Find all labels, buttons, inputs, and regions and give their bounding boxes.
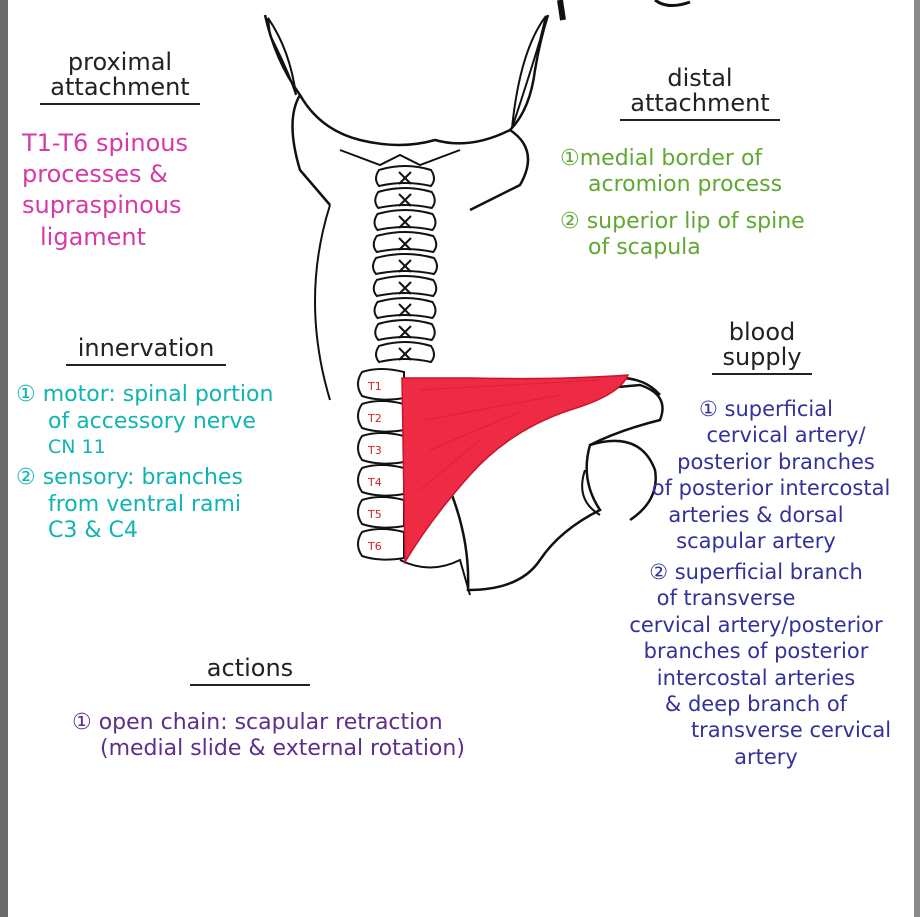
actions-line: ① open chain: scapular retraction bbox=[72, 710, 465, 736]
actions-heading: actions bbox=[190, 656, 310, 686]
blood-line: ② superficial branch bbox=[600, 559, 912, 585]
distal-attachment-text: ①medial border of acromion process ② sup… bbox=[560, 146, 805, 262]
vertebra-label: T3 bbox=[367, 444, 382, 457]
innervation-line: CN 11 bbox=[16, 436, 273, 459]
blood-line: cervical artery/posterior bbox=[600, 612, 912, 638]
innervation-line: of accessory nerve bbox=[16, 409, 273, 436]
innervation-text: ① motor: spinal portion of accessory ner… bbox=[16, 382, 273, 545]
blood-supply-heading: blood supply bbox=[712, 320, 812, 375]
proximal-heading-line-1: proximal bbox=[40, 50, 200, 75]
innervation-line: ② sensory: branches bbox=[16, 465, 273, 492]
distal-heading-line-1: distal bbox=[620, 66, 780, 91]
blood-line: ① superficial bbox=[600, 396, 912, 422]
cervical-vertebra bbox=[376, 342, 434, 362]
innervation-line: C3 & C4 bbox=[16, 518, 273, 545]
blood-line: arteries & dorsal bbox=[600, 502, 912, 528]
mastoid-right bbox=[512, 16, 546, 128]
actions-heading-text: actions bbox=[190, 656, 310, 686]
thoracic-vertebrae bbox=[358, 369, 404, 560]
blood-line: cervical artery/ bbox=[600, 422, 912, 448]
distal-line: ② superior lip of spine bbox=[560, 209, 805, 235]
cervical-vertebra bbox=[373, 254, 437, 274]
proximal-line: ligament bbox=[22, 222, 188, 253]
occipital-ridge bbox=[340, 150, 460, 165]
back-outline-left bbox=[315, 205, 330, 400]
vertebra-label: T5 bbox=[367, 508, 382, 521]
distal-heading-line-2: attachment bbox=[620, 91, 780, 121]
blood-line: & deep branch of bbox=[600, 691, 912, 717]
skull-outline bbox=[265, 15, 548, 145]
actions-line: (medial slide & external rotation) bbox=[72, 736, 465, 762]
cervical-vertebra bbox=[374, 232, 437, 252]
distal-line: acromion process bbox=[560, 172, 805, 198]
vertebra-label: T6 bbox=[367, 540, 382, 553]
innervation-line: from ventral rami bbox=[16, 492, 273, 519]
cervical-vertebra bbox=[375, 188, 435, 208]
blood-line: of posterior intercostal bbox=[600, 475, 912, 501]
actions-text: ① open chain: scapular retraction (media… bbox=[72, 710, 465, 763]
blood-supply-heading-line-1: blood bbox=[712, 320, 812, 345]
blood-line: branches of posterior bbox=[600, 638, 912, 664]
proximal-heading-line-2: attachment bbox=[40, 75, 200, 105]
proximal-heading: proximal attachment bbox=[40, 50, 200, 105]
cervical-vertebra bbox=[375, 298, 436, 318]
blood-line: posterior branches bbox=[600, 449, 912, 475]
blood-line: intercostal arteries bbox=[600, 665, 912, 691]
cervical-vertebra bbox=[374, 276, 437, 296]
vertebra-label: T2 bbox=[367, 412, 382, 425]
innervation-heading: innervation bbox=[66, 336, 226, 366]
proximal-line: processes & bbox=[22, 159, 188, 190]
title-fragment bbox=[560, 0, 563, 20]
mastoid-left bbox=[268, 18, 296, 95]
blood-line: transverse cervical bbox=[600, 717, 912, 743]
proximal-line: T1-T6 spinous bbox=[22, 128, 188, 159]
blood-line: scapular artery bbox=[600, 528, 912, 554]
back-outline-lower bbox=[400, 560, 470, 595]
distal-heading: distal attachment bbox=[620, 66, 780, 121]
cervical-vertebra bbox=[375, 320, 435, 340]
distal-line: of scapula bbox=[560, 235, 805, 261]
blood-line: of transverse bbox=[600, 585, 912, 611]
innervation-line: ① motor: spinal portion bbox=[16, 382, 273, 409]
cervical-vertebra bbox=[376, 166, 434, 186]
blood-supply-heading-line-2: supply bbox=[712, 345, 812, 375]
cervical-vertebra bbox=[375, 210, 436, 230]
proximal-attachment-text: T1-T6 spinous processes & supraspinous l… bbox=[22, 128, 188, 253]
vertebra-label: T4 bbox=[367, 476, 382, 489]
innervation-heading-text: innervation bbox=[66, 336, 226, 366]
cervical-vertebrae bbox=[373, 166, 437, 362]
blood-line: artery bbox=[600, 744, 912, 770]
distal-line: ①medial border of bbox=[560, 146, 805, 172]
blood-supply-text: ① superficial cervical artery/ posterior… bbox=[600, 396, 912, 770]
title-fragment-2 bbox=[655, 0, 690, 6]
vertebra-label: T1 bbox=[367, 380, 382, 393]
proximal-line: supraspinous bbox=[22, 190, 188, 221]
